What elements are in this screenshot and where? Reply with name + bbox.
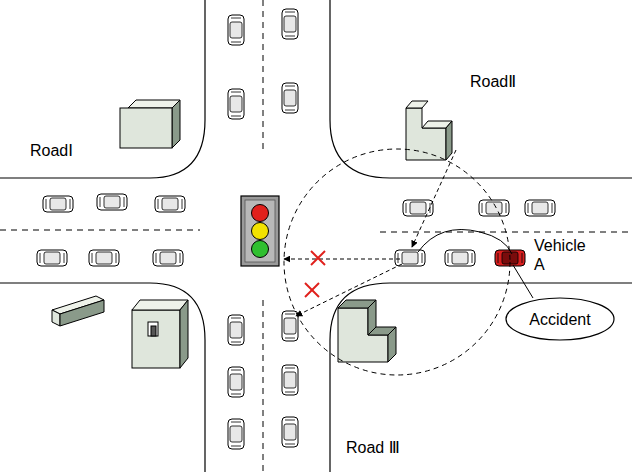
car	[282, 365, 298, 395]
car	[479, 200, 509, 216]
road-label: Road Ⅲ	[346, 438, 400, 457]
car	[155, 196, 185, 212]
road-label: RoadⅡ	[470, 72, 516, 91]
buildings	[52, 100, 452, 368]
car	[282, 83, 298, 113]
car	[525, 200, 555, 216]
car	[228, 15, 244, 45]
callout-ellipse: Accident	[505, 297, 615, 341]
car	[282, 9, 298, 39]
vehicles	[37, 9, 555, 449]
car	[228, 367, 244, 397]
car	[282, 417, 298, 447]
blocked-marks	[305, 251, 325, 297]
vehicle-label: Vehicle A	[534, 236, 596, 274]
car	[282, 311, 298, 341]
communication-range	[284, 149, 510, 375]
car	[403, 200, 433, 216]
car	[445, 250, 475, 266]
relay-curve	[418, 230, 512, 255]
car	[228, 89, 244, 119]
callout-text: Accident	[529, 310, 590, 329]
traffic-light	[241, 196, 279, 266]
car	[97, 194, 127, 210]
car	[153, 250, 183, 266]
car	[89, 250, 119, 266]
car	[228, 419, 244, 449]
accident-leader	[513, 265, 533, 298]
car	[43, 196, 73, 212]
car	[228, 315, 244, 345]
car	[395, 250, 425, 266]
message-arrows	[284, 150, 456, 316]
car	[37, 250, 67, 266]
road-label: RoadⅠ	[30, 141, 73, 160]
